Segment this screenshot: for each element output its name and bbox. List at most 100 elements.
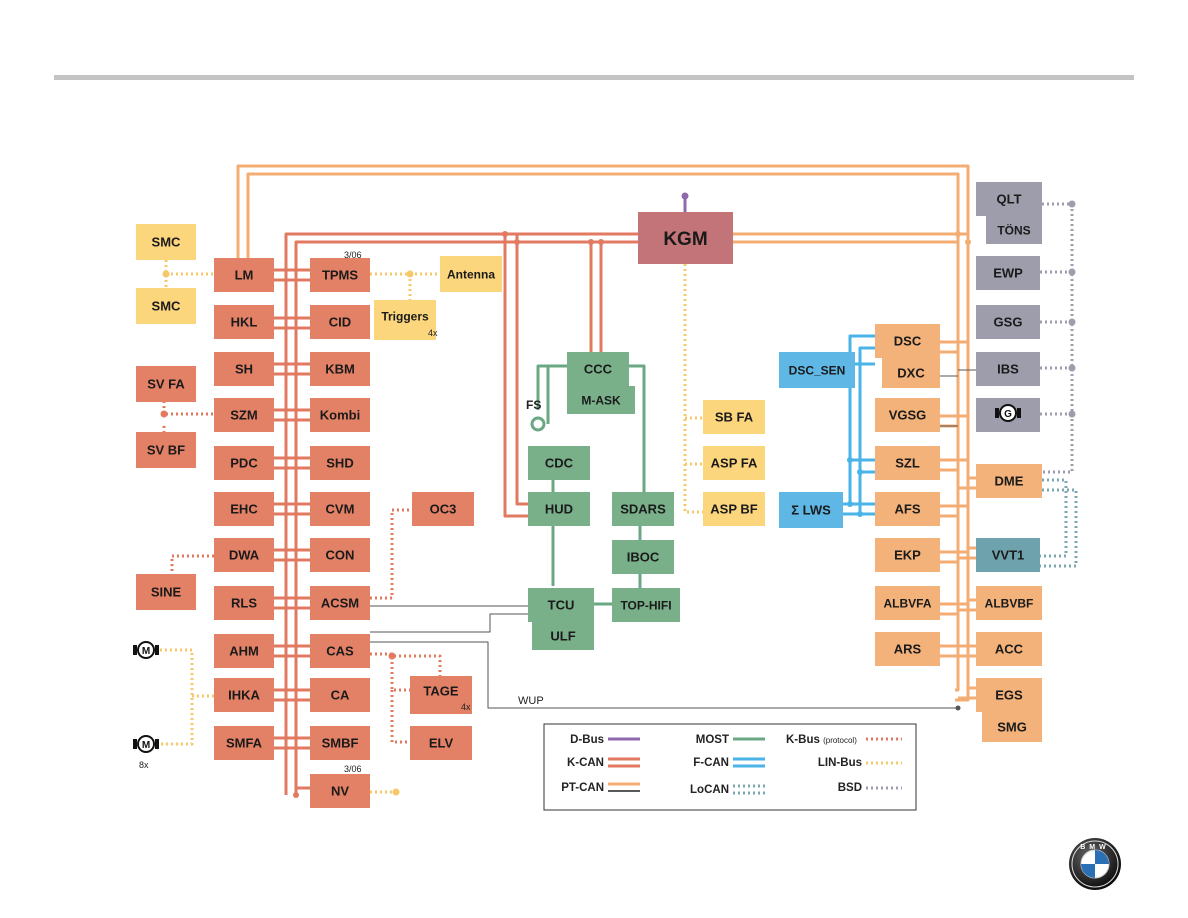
node-label: GSG [994, 315, 1023, 330]
node-ihka: IHKA [214, 678, 274, 712]
locan-lines [1040, 478, 1078, 568]
fs-label: FS [526, 398, 541, 412]
thin-links [370, 369, 976, 709]
node-asp-fa: ASP FA [703, 446, 765, 480]
node-smbf: SMBF [310, 726, 370, 760]
node-label: ACC [995, 642, 1024, 657]
node-label: SH [235, 362, 253, 377]
node-ulf: ULF [532, 622, 594, 650]
node-label: RLS [231, 596, 257, 611]
nv-date: 3/06 [344, 764, 362, 774]
node-vvt1: VVT1 [976, 538, 1040, 572]
node-label: SB FA [715, 410, 754, 425]
legend-d-bus: D-Bus [570, 734, 604, 746]
node-label: ARS [894, 642, 922, 657]
node-ibs: IBS [976, 352, 1040, 386]
legend-bsd: BSD [838, 782, 862, 794]
node-label: KGM [663, 229, 707, 250]
node-kombi: Kombi [310, 398, 370, 432]
node-sv-bf: SV BF [136, 432, 196, 468]
node-dsc-sen: DSC_SEN [779, 352, 855, 388]
node-label: AFS [895, 502, 921, 517]
node-label: OC3 [430, 502, 457, 517]
node-ahm: AHM [214, 634, 274, 668]
legend-k-can: K-CAN [567, 757, 604, 769]
node-label: SMG [997, 720, 1027, 735]
bsd-lines [1040, 202, 1074, 474]
node-dxc: DXC [882, 358, 940, 388]
node-smc-2: SMC [136, 288, 196, 324]
wup-label: WUP [518, 695, 544, 707]
node-sh: SH [214, 352, 274, 386]
node-kgm: KGM [638, 212, 733, 264]
node-label: CON [326, 548, 355, 563]
node-label: IBS [997, 362, 1019, 377]
legend-locan: LoCAN [690, 784, 729, 796]
node-antenna: Antenna [440, 256, 502, 292]
node-smfa: SMFA [214, 726, 274, 760]
node-triggers: Triggers [374, 300, 436, 340]
node-label: CCC [584, 362, 613, 377]
node-cvm: CVM [310, 492, 370, 526]
node-label: TPMS [322, 268, 358, 283]
node-label: DSC [894, 334, 922, 349]
node-label: SMC [152, 235, 182, 250]
node-egs: EGS [976, 678, 1042, 712]
header-rule [54, 75, 1134, 80]
node-cas: CAS [310, 634, 370, 668]
node-label: HUD [545, 502, 573, 517]
node-label: IHKA [228, 688, 260, 703]
node-cid: CID [310, 305, 370, 339]
motor-icon: M [133, 641, 159, 659]
triggers-count: 4x [428, 328, 438, 338]
node-label: EGS [995, 688, 1023, 703]
node-acc: ACC [976, 632, 1042, 666]
motor-icon: M [133, 735, 159, 753]
node-sine: SINE [136, 574, 196, 610]
node-smg: SMG [982, 712, 1042, 742]
node-label: Kombi [320, 408, 360, 423]
svg-text:BMW: BMW [1080, 844, 1110, 851]
node-dwa: DWA [214, 538, 274, 572]
node-kbm: KBM [310, 352, 370, 386]
node-label: CID [329, 315, 351, 330]
node-hkl: HKL [214, 305, 274, 339]
legend-lin-bus: LIN-Bus [818, 757, 862, 769]
node-label: TOP-HIFI [620, 598, 671, 612]
node-acsm: ACSM [310, 586, 370, 620]
node-label: SHD [326, 456, 353, 471]
node-label: CVM [326, 502, 355, 517]
node-label: ALBVFA [884, 596, 932, 610]
node-sdars: SDARS [612, 492, 674, 526]
svg-text:M: M [142, 740, 150, 751]
node-label: DSC_SEN [789, 363, 846, 377]
node-label: DXC [897, 366, 925, 381]
node-label: LM [235, 268, 254, 283]
legend-k-bus: K-Bus (protocol) [786, 734, 857, 746]
node-label: PDC [230, 456, 258, 471]
motor-count: 8x [139, 760, 149, 770]
node-label: ASP BF [710, 502, 757, 517]
node-top-hifi: TOP-HIFI [612, 588, 680, 622]
node-afs: AFS [875, 492, 940, 526]
generator-icon: G [1004, 409, 1012, 420]
node-label: QLT [996, 192, 1021, 207]
ecu-nodes: KGM SMC SMC SV FA SV BF SINE LM HKL SH SZM PDC EHC D… [136, 182, 1042, 808]
legend: D-Bus K-CAN PT-CAN MOST F-CAN LoCAN K-Bu… [543, 723, 917, 811]
node-cdc: CDC [528, 446, 590, 480]
node-label: SZM [230, 408, 257, 423]
node-tcu: TCU [528, 588, 594, 622]
node-szl: SZL [875, 446, 940, 480]
node-m-ask: M-ASK [567, 386, 635, 414]
node-label: IBOC [627, 550, 660, 565]
bmw-logo: BMW [1069, 838, 1121, 890]
node-ehc: EHC [214, 492, 274, 526]
node-label: SZL [895, 456, 920, 471]
node-label: VVT1 [992, 548, 1025, 563]
node-label: TÖNS [997, 222, 1030, 237]
junction-dots [160, 192, 1076, 798]
node-label: SV FA [147, 377, 185, 392]
node-label: DWA [229, 548, 260, 563]
node-ars: ARS [875, 632, 940, 666]
